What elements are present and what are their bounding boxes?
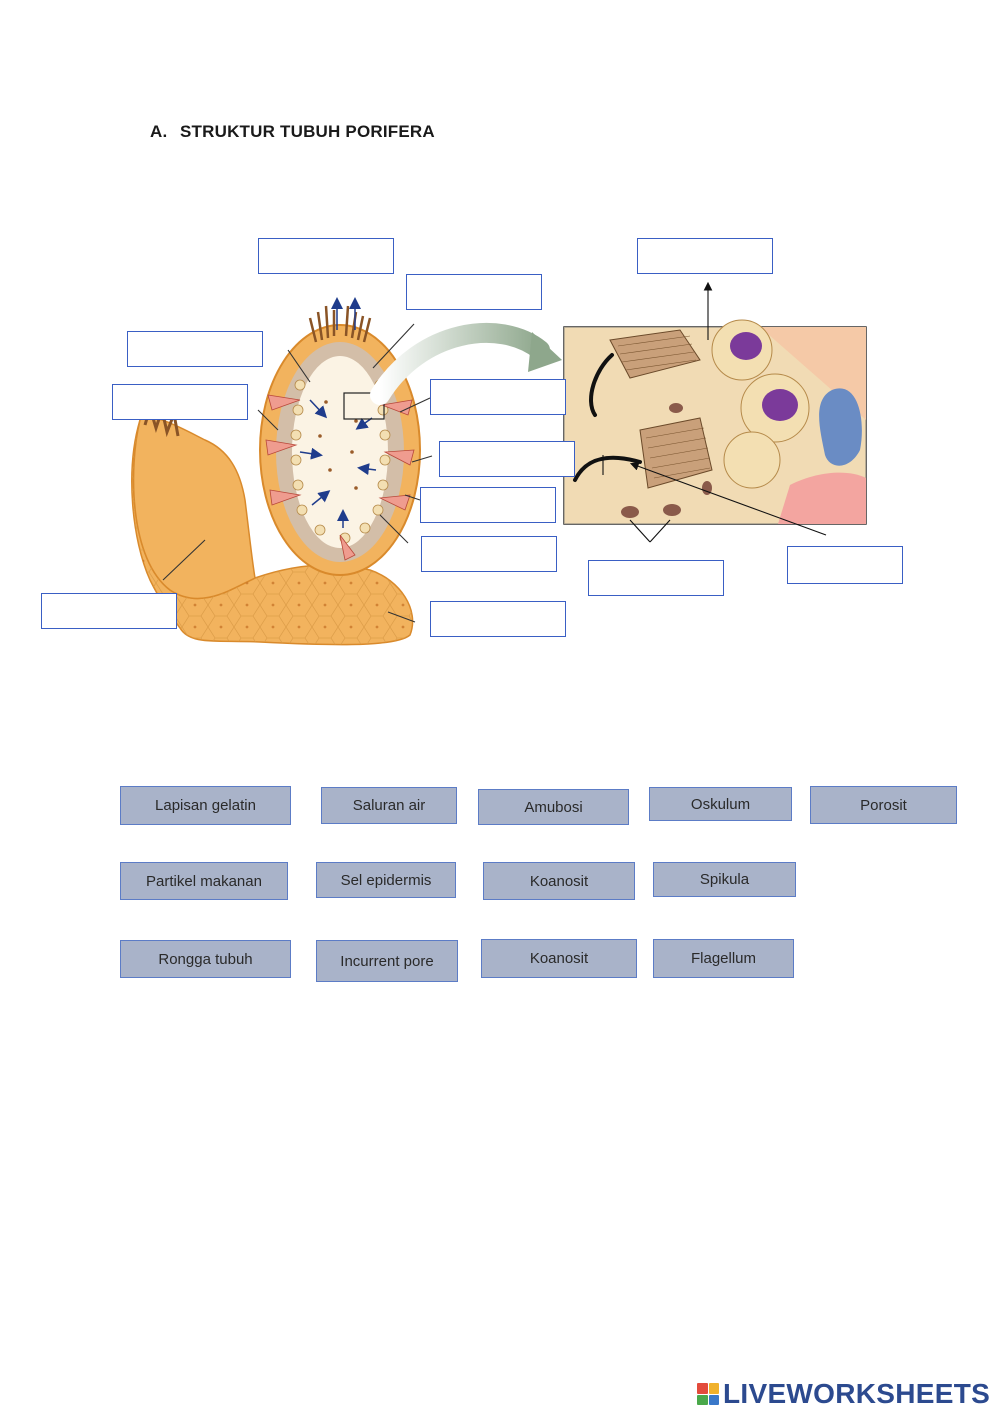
answer-chip[interactable]: Rongga tubuh bbox=[120, 940, 291, 978]
answer-chip[interactable]: Sel epidermis bbox=[316, 862, 456, 898]
drop-zone-right-5[interactable] bbox=[430, 601, 566, 637]
brand-name: LIVEWORKSHEETS bbox=[723, 1378, 991, 1409]
answer-chip[interactable]: Porosit bbox=[810, 786, 957, 824]
drop-zone-zoom-bottom[interactable] bbox=[588, 560, 724, 596]
section-heading: A. STRUKTUR TUBUH PORIFERA bbox=[150, 122, 435, 142]
liveworksheets-logo-icon bbox=[697, 1383, 719, 1405]
drop-zone-right-2[interactable] bbox=[439, 441, 575, 477]
osculum-fringe bbox=[308, 305, 372, 343]
answer-chip[interactable]: Flagellum bbox=[653, 939, 794, 978]
section-title: STRUKTUR TUBUH PORIFERA bbox=[180, 122, 435, 141]
zoom-leader-lines bbox=[602, 281, 827, 543]
answer-chip[interactable]: Saluran air bbox=[321, 787, 457, 824]
drop-zone-left-2[interactable] bbox=[112, 384, 248, 420]
drop-zone-zoom-right[interactable] bbox=[787, 546, 903, 584]
drop-zone-osculum-top[interactable] bbox=[258, 238, 394, 274]
drop-zone-zoom-top[interactable] bbox=[637, 238, 773, 274]
zoom-arrow-head bbox=[528, 332, 562, 372]
porifera-diagram bbox=[131, 281, 867, 646]
liveworksheets-brand: LIVEWORKSHEETS bbox=[697, 1377, 990, 1411]
drop-zone-right-3[interactable] bbox=[420, 487, 556, 523]
answer-chip[interactable]: Partikel makanan bbox=[120, 862, 288, 900]
answer-chip[interactable]: Amubosi bbox=[478, 789, 629, 825]
zoom-region-box bbox=[343, 392, 385, 420]
drop-zone-upper-right[interactable] bbox=[406, 274, 542, 310]
zoom-detail-panel bbox=[563, 319, 867, 525]
answer-chip[interactable]: Incurrent pore bbox=[316, 940, 458, 982]
leader-lines bbox=[162, 323, 433, 623]
answer-chip[interactable]: Lapisan gelatin bbox=[120, 786, 291, 825]
choanocyte-ring bbox=[265, 379, 415, 561]
zoom-arrow bbox=[370, 323, 550, 405]
drop-zone-bottom-left[interactable] bbox=[41, 593, 177, 629]
answer-chip[interactable]: Koanosit bbox=[483, 862, 635, 900]
drop-zone-right-1[interactable] bbox=[430, 379, 566, 415]
answer-chip[interactable]: Spikula bbox=[653, 862, 796, 897]
answer-chip[interactable]: Oskulum bbox=[649, 787, 792, 821]
answer-chip[interactable]: Koanosit bbox=[481, 939, 637, 978]
water-flow-arrows bbox=[299, 297, 377, 528]
section-number: A. bbox=[150, 122, 168, 141]
drop-zone-left-1[interactable] bbox=[127, 331, 263, 367]
drop-zone-right-4[interactable] bbox=[421, 536, 557, 572]
